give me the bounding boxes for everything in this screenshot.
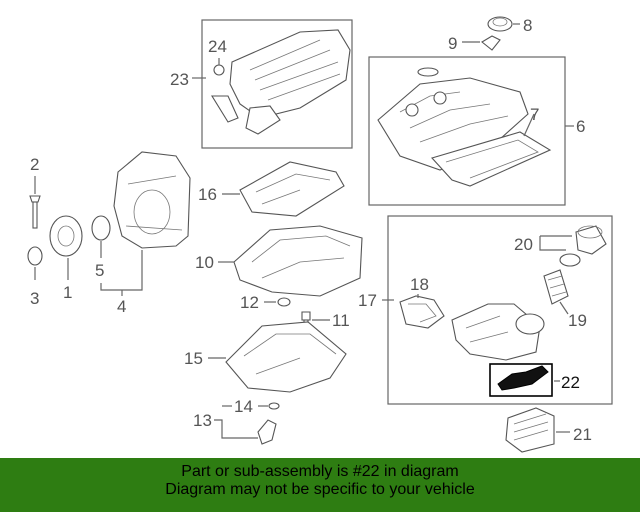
callout-12: 12	[240, 293, 259, 312]
oil-cap-8	[487, 16, 513, 32]
callout-1: 1	[63, 283, 72, 302]
valve-cover-port	[417, 67, 439, 77]
callout-3: 3	[30, 289, 39, 308]
valve-cover-box	[368, 56, 566, 206]
callout-24: 24	[208, 37, 227, 56]
seal-5	[91, 215, 111, 241]
callout-11: 11	[332, 311, 350, 330]
washer-3	[27, 246, 43, 266]
callout-8: 8	[523, 16, 532, 35]
notice-line-part: Part or sub-assembly is #22 in diagram	[181, 463, 459, 480]
callout-21: 21	[573, 425, 592, 444]
callout-9: 9	[448, 34, 457, 53]
callout-5: 5	[95, 261, 104, 280]
part-22-gasket	[497, 365, 549, 391]
gasket-small-9	[481, 35, 501, 51]
diagram-notice-banner: Part or sub-assembly is #22 in diagram D…	[0, 458, 640, 512]
callout-22: 22	[561, 373, 580, 392]
callout-15: 15	[184, 349, 203, 368]
oil-filter-cap-20	[575, 225, 607, 255]
crankshaft-pulley	[49, 215, 83, 257]
callout-16: 16	[198, 185, 217, 204]
notice-line-disclaimer: Diagram may not be specific to your vehi…	[165, 481, 475, 498]
intake-manifold-box	[201, 19, 353, 149]
callout-10: 10	[195, 253, 214, 272]
part-22-highlight-box	[489, 363, 553, 397]
callout-17: 17	[358, 291, 377, 310]
upper-oil-pan-10	[233, 225, 363, 297]
callout-20: 20	[514, 235, 533, 254]
intake-manifold	[211, 29, 351, 135]
oil-filter-housing-17	[451, 303, 545, 361]
callout-13: 13	[193, 411, 212, 430]
parts-diagram: 1 2 3 4 5 6 7 8 9 10 11 12 13 14 15 16 1…	[27, 16, 613, 453]
oil-filter-element-19	[543, 269, 569, 305]
timing-cover	[113, 151, 191, 249]
oil-pan-baffle-16	[239, 161, 345, 217]
bolt-2	[29, 195, 41, 229]
valve-cover-gasket	[431, 131, 552, 187]
gasket-14	[268, 402, 280, 410]
oil-cooler-21	[505, 407, 555, 453]
callout-23: 23	[170, 70, 189, 89]
callout-19: 19	[568, 311, 587, 330]
callout-6: 6	[576, 117, 585, 136]
o-ring-24	[213, 64, 225, 76]
gasket-12	[277, 297, 291, 307]
oil-filter-housing-box	[387, 215, 613, 405]
callout-2: 2	[30, 155, 39, 174]
oil-level-sensor-13	[257, 419, 277, 445]
callout-14: 14	[234, 397, 253, 416]
callout-4: 4	[117, 297, 126, 316]
o-ring-20	[559, 253, 581, 267]
gasket-set-18	[399, 295, 445, 329]
callout-7: 7	[530, 105, 539, 124]
lower-oil-pan-15	[225, 321, 347, 393]
callout-18: 18	[410, 275, 429, 294]
